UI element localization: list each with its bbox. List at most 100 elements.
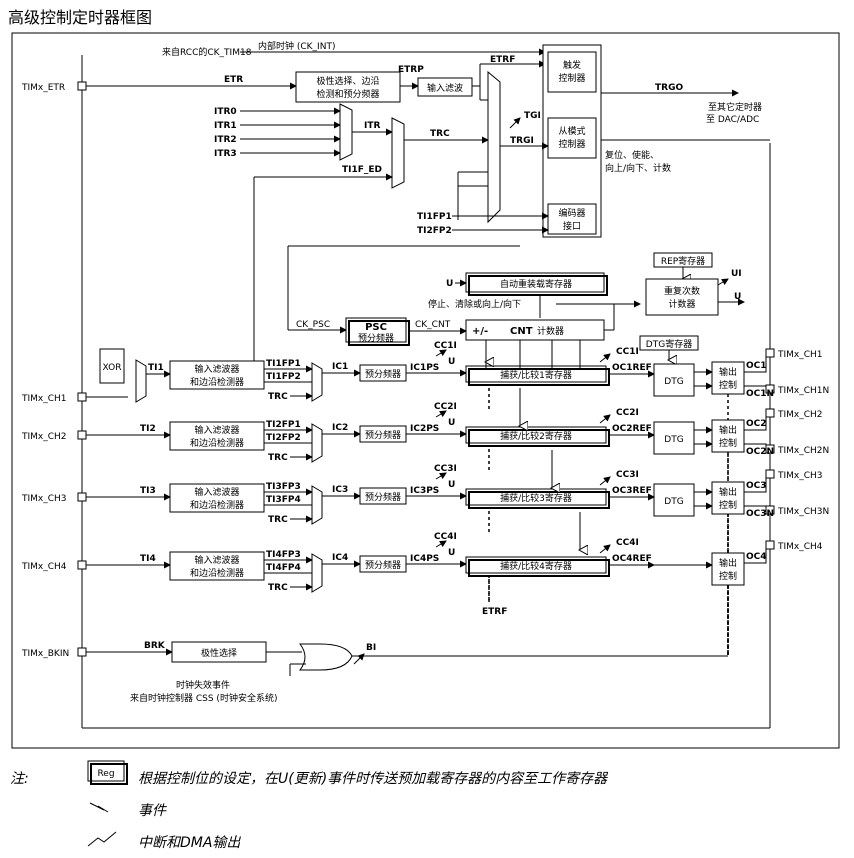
etr-label: ETR: [224, 75, 243, 85]
out-pin-2: [765, 408, 775, 418]
etrp-label: ETRP: [398, 65, 424, 75]
output-ctrl-line1-2: 输出: [719, 424, 737, 436]
legend-irq-icon: [87, 831, 117, 847]
legend-reg-text: 根据控制位的设定，在U(更新)事件时传送预加载寄存器的内容至工作寄存器: [138, 771, 609, 787]
out-label-2: TIMx_CH2: [777, 410, 823, 420]
pin-2-box: [77, 430, 87, 440]
ocn-label-2: OC2N: [746, 447, 774, 457]
ti-label-3: TI3: [140, 486, 156, 496]
itr2-label: ITR2: [214, 135, 237, 145]
tgi-label: TGI: [524, 111, 541, 121]
ocref-label-1: OC1REF: [612, 363, 652, 373]
filter-line2-4: 和边沿检测器: [190, 567, 244, 579]
ic-label-4: IC4: [332, 553, 348, 563]
trc-top-label: TRC: [430, 129, 450, 139]
trc-label-4: TRC: [268, 583, 288, 593]
oc-label-3: OC3: [746, 481, 767, 491]
stop-text: 停止、清除或向上/向下: [428, 298, 521, 310]
out-label-1: TIMx_CH1: [777, 350, 823, 360]
pin-etr-box: [77, 81, 87, 91]
outn-pin-1: [765, 384, 775, 394]
icps-label-3: IC3PS: [410, 486, 439, 496]
pin-ch4-label: TIMx_CH4: [21, 562, 67, 572]
to-other-line1: 至其它定时器: [708, 101, 762, 113]
trgo-label: TRGO: [655, 83, 683, 93]
brk-polarity-label: 极性选择: [201, 647, 237, 659]
oc-label-1: OC1: [746, 361, 767, 371]
cc-register-label-1: 捕获/比较1寄存器: [500, 369, 572, 381]
dtg-reg-label: DTG寄存器: [646, 338, 692, 350]
fp2-label-1: TI1FP2: [266, 372, 301, 382]
itr3-label: ITR3: [214, 149, 237, 159]
xor-mux: [135, 359, 147, 403]
rep-reg-label: REP寄存器: [661, 255, 705, 267]
pin-ch1-label: TIMx_CH1: [21, 394, 67, 404]
filter-block-3: [169, 483, 265, 513]
slave-line2: 控制器: [558, 138, 585, 150]
ti1f-ed-label: TI1F_ED: [342, 165, 382, 175]
cci-out-label-4: CC4I: [616, 538, 639, 548]
ti-label-2: TI2: [140, 424, 156, 434]
cci-out-label-3: CC3I: [616, 470, 639, 480]
encoder-block: [547, 203, 597, 235]
filter-line2-1: 和边沿检测器: [190, 376, 244, 388]
reset-line1: 复位、使能、: [605, 149, 659, 161]
pin-1-box: [77, 392, 87, 402]
trigger-line1: 触发: [563, 59, 581, 71]
pin-bkin-label: TIMx_BKIN: [21, 649, 69, 659]
dtg-block-2: [653, 421, 695, 455]
cc-register-label-2: 捕获/比较2寄存器: [500, 430, 572, 442]
input-filter-block: [417, 77, 473, 97]
ic-mux-1: [311, 362, 323, 402]
xor-label: XOR: [103, 363, 122, 373]
rep-counter-block: [645, 278, 719, 316]
output-ctrl-line1-3: 输出: [719, 486, 737, 498]
cci-label-3: CC3I: [434, 464, 457, 474]
output-ctrl-line2-3: 控制: [719, 499, 737, 511]
cc-register-label-4: 捕获/比较4寄存器: [500, 560, 572, 572]
output-ctrl-1: [711, 361, 745, 395]
output-ctrl-line1-1: 输出: [719, 366, 737, 378]
out-pin-1: [765, 348, 775, 358]
ck-psc-label: CK_PSC: [296, 320, 330, 330]
ic-mux-2: [311, 423, 323, 463]
filter-line1-1: 输入滤波器: [194, 363, 239, 375]
outn-label-1: TIMx_CH1N: [777, 386, 829, 396]
ic-label-2: IC2: [332, 423, 348, 433]
ti-label-1: TI1: [148, 363, 164, 373]
fp1-label-1: TI1FP1: [266, 359, 301, 369]
out-pin-4: [765, 540, 775, 550]
itr-out-label: ITR: [364, 121, 380, 131]
fp2-label-4: TI4FP4: [266, 563, 301, 573]
out-label-3: TIMx_CH3: [777, 471, 823, 481]
etrf-bottom-label: ETRF: [482, 607, 507, 617]
fp2-label-3: TI3FP4: [266, 495, 301, 505]
ocn-label-1: OC1N: [746, 389, 774, 399]
trigger-controller-block: [547, 51, 597, 93]
outn-label-2: TIMx_CH2N: [777, 446, 829, 456]
diagram-frame: [11, 32, 840, 749]
output-ctrl-line1-4: 输出: [719, 557, 737, 569]
itr1-label: ITR1: [214, 121, 237, 131]
ocref-label-4: OC4REF: [612, 554, 652, 564]
bi-label: BI: [366, 643, 376, 653]
fp2-label-2: TI2FP2: [266, 433, 301, 443]
icps-label-4: IC4PS: [410, 554, 439, 564]
brk-or-gate: [298, 643, 353, 671]
slave-line1: 从模式: [558, 125, 585, 137]
outn-label-3: TIMx_CH3N: [777, 507, 829, 517]
etrf-label: ETRF: [490, 55, 515, 65]
page-title: 高级控制定时器框图: [8, 8, 153, 27]
pin-bkin-box: [77, 647, 87, 657]
filter-line2-3: 和边沿检测器: [190, 499, 244, 511]
dtg-label-3: DTG: [664, 497, 683, 507]
pin-etr-label: TIMx_ETR: [21, 83, 65, 93]
filter-line2-2: 和边沿检测器: [190, 437, 244, 449]
output-ctrl-line2-2: 控制: [719, 437, 737, 449]
trigger-line2: 控制器: [558, 72, 585, 84]
outn-pin-2: [765, 444, 775, 454]
filter-line1-2: 输入滤波器: [194, 424, 239, 436]
polarity-block: [295, 71, 401, 103]
fp1-label-2: TI2FP1: [266, 420, 301, 430]
